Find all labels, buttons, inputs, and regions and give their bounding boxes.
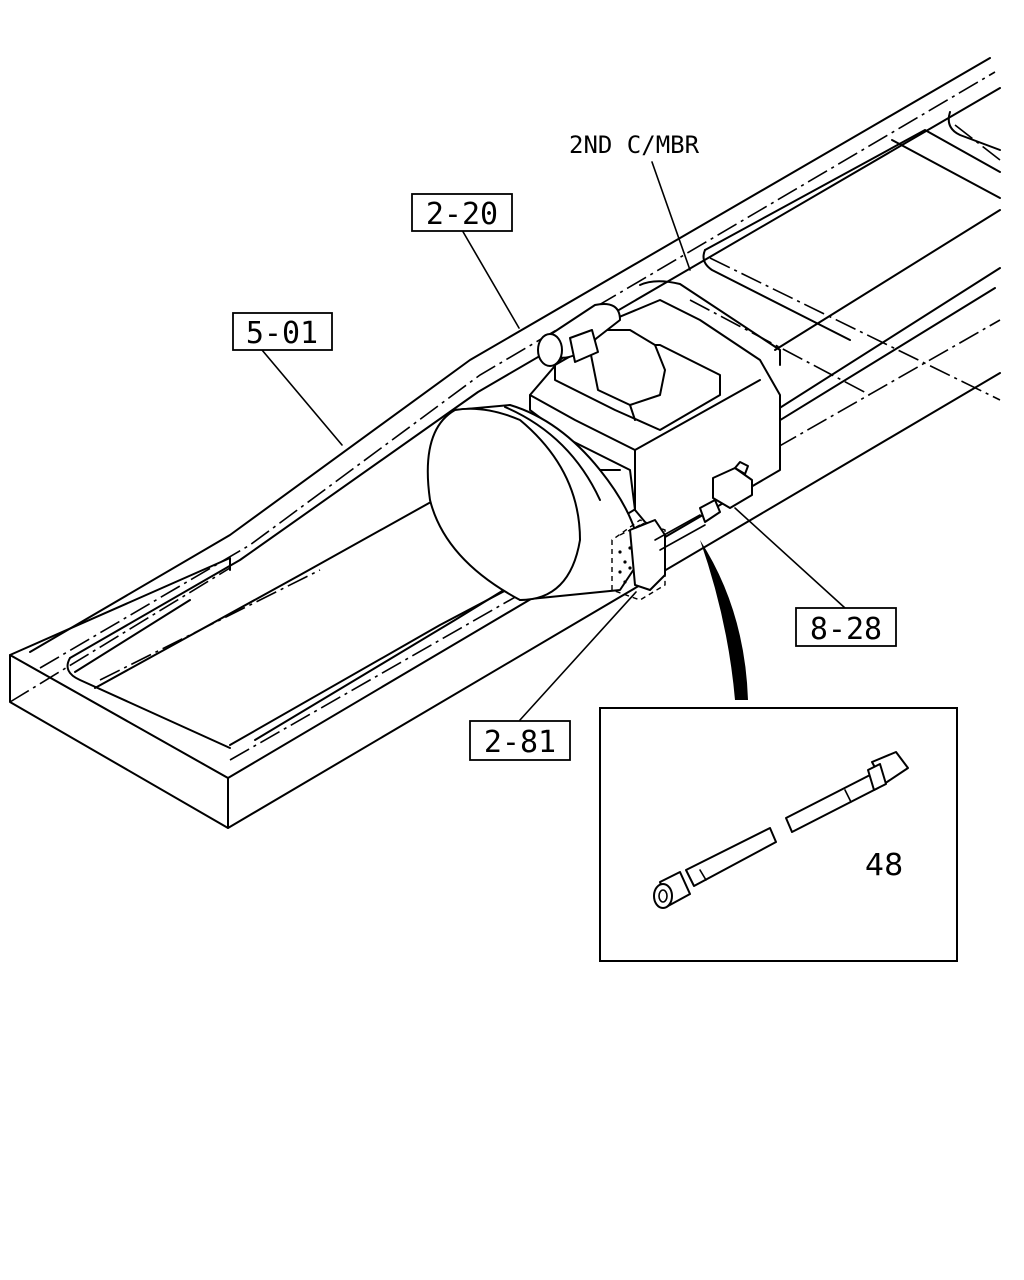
- engine-transmission: [426, 299, 781, 601]
- callout-2-20: 2-20: [411, 193, 513, 232]
- callout-8-28: 8-28: [795, 607, 897, 647]
- callout-8-28-label: 8-28: [810, 612, 882, 647]
- part-48-label: 48: [865, 848, 903, 883]
- leader-lines: [261, 161, 868, 851]
- callout-2-81: 2-81: [469, 720, 571, 761]
- second-cross-member-note: 2ND C/MBR: [569, 131, 700, 159]
- callout-5-01-label: 5-01: [246, 316, 318, 351]
- callout-2-20-label: 2-20: [426, 197, 498, 232]
- chassis-frame: [9, 57, 1001, 829]
- callout-2-81-label: 2-81: [484, 725, 556, 760]
- hose-part-48: [653, 751, 909, 909]
- callout-5-01: 5-01: [232, 312, 333, 351]
- detail-inset: 48: [599, 707, 958, 962]
- cable-assembly: [611, 461, 753, 601]
